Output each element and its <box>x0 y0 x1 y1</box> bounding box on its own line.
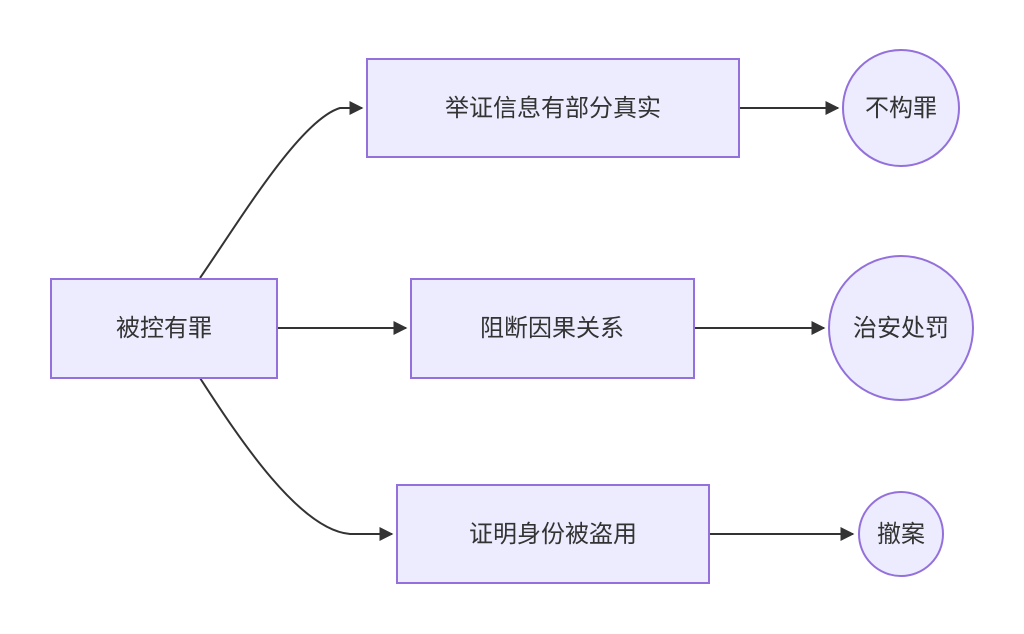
node-identity-stolen: 证明身份被盗用 <box>396 484 710 584</box>
edge-guilty-to-partial-true <box>199 101 364 279</box>
node-not-crime: 不构罪 <box>842 49 960 167</box>
node-identity-stolen-label: 证明身份被盗用 <box>469 520 637 548</box>
node-withdraw: 撤案 <box>858 491 944 577</box>
node-block-causality: 阻断因果关系 <box>410 278 695 379</box>
node-block-causality-label: 阻断因果关系 <box>480 314 624 342</box>
node-guilty: 被控有罪 <box>50 278 278 379</box>
node-partial-true: 举证信息有部分真实 <box>366 58 740 158</box>
edge-guilty-to-identity-stolen <box>199 377 394 541</box>
node-withdraw-label: 撤案 <box>877 520 925 548</box>
node-public-security: 治安处罚 <box>828 255 974 401</box>
node-not-crime-label: 不构罪 <box>865 94 937 122</box>
node-partial-true-label: 举证信息有部分真实 <box>445 94 661 122</box>
node-guilty-label: 被控有罪 <box>116 314 212 342</box>
node-public-security-label: 治安处罚 <box>853 314 949 342</box>
